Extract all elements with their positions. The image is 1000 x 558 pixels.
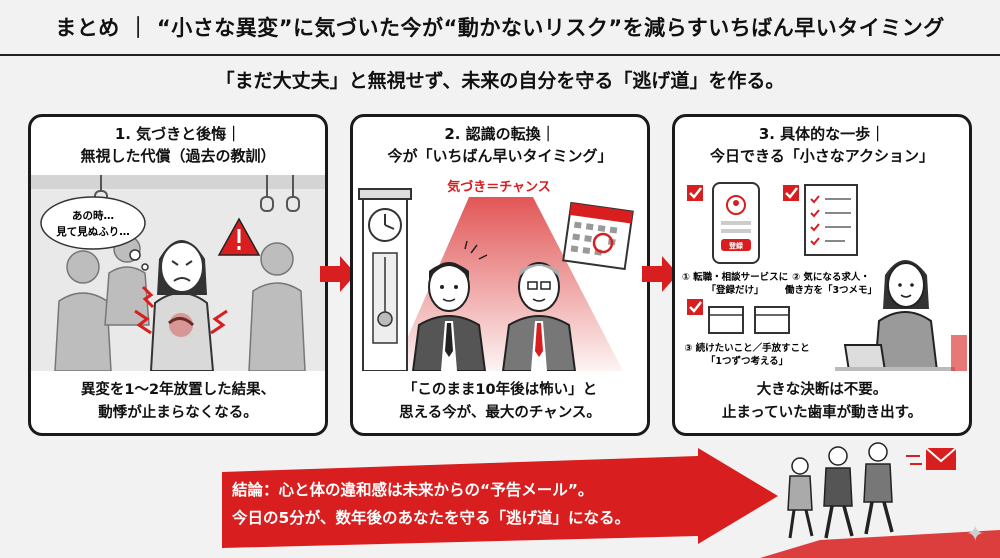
page-subtitle: 「まだ大丈夫」と無視せず、未来の自分を守る「逃げ道」を作る。 xyxy=(215,70,785,92)
action-3-line1: ③ 続けたいこと／手放すこと xyxy=(684,342,809,354)
caption-line1: 異変を1〜2年放置した結果、 xyxy=(80,382,276,398)
panel-title: 1. 気づきと後悔｜ 無視した代償（過去の教訓） xyxy=(31,123,325,167)
bubble-line2: 見て見ぬふり… xyxy=(55,226,130,238)
action-2-line1: ② 気になる求人・ xyxy=(792,271,870,283)
action-1-line2: 「登録だけ」 xyxy=(706,284,763,296)
panel-title: 3. 具体的な一歩｜ 今日できる「小さなアクション」 xyxy=(675,123,969,167)
panel-title-line2: 無視した代償（過去の教訓） xyxy=(80,147,276,165)
check-icon xyxy=(783,185,799,201)
action-2-line2: 働き方を「3つメモ」 xyxy=(784,284,877,296)
panel-mindset-shift: 2. 認識の転換｜ 今が「いちばん早いタイミング」 気づき＝チャンス xyxy=(350,114,650,436)
phone-icon xyxy=(712,182,760,264)
panel-caption: 異変を1〜2年放置した結果、 動悸が止まらなくなる。 xyxy=(31,379,325,425)
check-icon xyxy=(687,299,703,315)
header: まとめ ｜ “小さな異変”に気づいた今が“動かないリスク”を減らすいちばん早いタ… xyxy=(0,0,1000,56)
woman-at-laptop-figure xyxy=(835,260,967,371)
sparkle-icon: ✦ xyxy=(966,522,985,547)
conclusion-arrow-shape xyxy=(222,448,778,548)
older-man-figure xyxy=(501,262,577,371)
walking-people-illustration xyxy=(760,442,1000,558)
palpitation-marks xyxy=(134,285,228,335)
page-title: まとめ ｜ “小さな異変”に気づいた今が“動かないリスク”を減らすいちばん早いタ… xyxy=(55,16,945,40)
panel-first-step: 3. 具体的な一歩｜ 今日できる「小さなアクション」 登録 ① 転職・相談サービ… xyxy=(672,114,972,436)
clock-icon xyxy=(358,188,412,371)
young-man-figure xyxy=(411,262,487,371)
panel-title-line2: 今が「いちばん早いタイミング」 xyxy=(387,147,613,165)
phone-register-button: 登録 xyxy=(728,241,744,250)
opportunity-illustration: 気づき＝チャンス xyxy=(353,175,647,371)
caption-line1: 大きな決断は不要。 xyxy=(756,382,888,398)
thought-bubble xyxy=(40,196,149,271)
warning-icon xyxy=(217,217,261,256)
panel-title-line1: 1. 気づきと後悔｜ xyxy=(114,125,242,143)
panel-awareness: 1. 気づきと後悔｜ 無視した代償（過去の教訓） あの時… 見て見ぬふり… xyxy=(28,114,328,436)
panel-caption: 大きな決断は不要。 止まっていた歯車が動き出す。 xyxy=(675,379,969,425)
conclusion-ribbon: 結論：心と体の違和感は未来からの“予告メール”。 今日の5分が、数年後のあなたを… xyxy=(222,448,782,554)
arrow-right-icon xyxy=(320,256,356,292)
panel-title-line1: 3. 具体的な一歩｜ xyxy=(758,125,886,143)
arrow-right-icon xyxy=(642,256,678,292)
envelope-icon xyxy=(906,447,957,470)
train-scene-illustration: あの時… 見て見ぬふり… xyxy=(31,175,325,371)
action-1-line1: ① 転職・相談サービスに xyxy=(682,271,788,283)
calendar-icon xyxy=(562,201,634,271)
conclusion-line2: 今日の5分が、数年後のあなたを守る「逃げ道」になる。 xyxy=(232,509,630,527)
action-3-line2: 「1つずつ考える」 xyxy=(706,355,788,367)
caption-line2: 止まっていた歯車が動き出す。 xyxy=(721,405,923,421)
walking-older-man-figure xyxy=(863,442,894,535)
caption-line2: 動悸が止まらなくなる。 xyxy=(98,405,258,421)
walking-young-man-figure xyxy=(823,446,854,539)
panel-title-line2: 今日できる「小さなアクション」 xyxy=(710,147,934,165)
spotlight-label: 気づき＝チャンス xyxy=(447,179,551,195)
check-icon xyxy=(687,185,703,201)
panel-title-line1: 2. 認識の転換｜ xyxy=(444,125,556,143)
caption-line1: 「このまま10年後は怖い」と xyxy=(402,382,598,398)
panel-caption: 「このまま10年後は怖い」と 思える今が、最大のチャンス。 xyxy=(353,379,647,425)
panel-title: 2. 認識の転換｜ 今が「いちばん早いタイミング」 xyxy=(353,123,647,167)
bubble-line1: あの時… xyxy=(72,209,114,222)
box-icon xyxy=(708,306,790,334)
walking-woman-figure xyxy=(787,457,814,539)
caption-line2: 思える今が、最大のチャンス。 xyxy=(399,405,601,421)
actions-illustration: 登録 ① 転職・相談サービスに 「登録だけ」 ② 気になる求人・ 働き方を「3つ… xyxy=(675,175,969,371)
conclusion-line1: 結論：心と体の違和感は未来からの“予告メール”。 xyxy=(232,481,594,499)
emphasis-marks xyxy=(464,240,488,260)
checklist-icon xyxy=(804,184,858,256)
distressed-woman-figure xyxy=(149,240,215,371)
